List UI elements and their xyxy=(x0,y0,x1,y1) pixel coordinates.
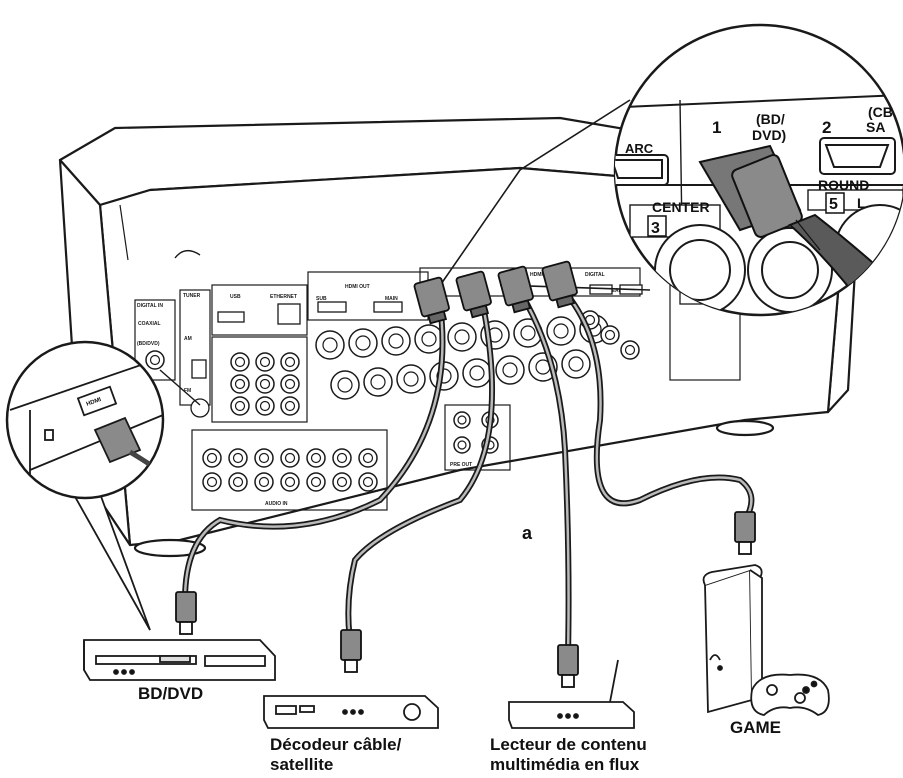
label-hdmi-in: HDMI IN xyxy=(530,272,550,278)
label-digital-in: DIGITAL IN xyxy=(137,303,163,309)
zoom-arc-label: ARC xyxy=(625,141,654,156)
rca-jacks xyxy=(145,310,640,492)
label-digital: DIGITAL xyxy=(585,272,605,278)
label-stb-line1: Décodeur câble/satellite xyxy=(270,735,402,774)
jack-core-11 xyxy=(403,371,419,387)
jack-core-32 xyxy=(362,452,374,464)
cable-marker-a: a xyxy=(522,523,533,543)
jack-core-9 xyxy=(337,377,353,393)
hdmi-plugs-receiver xyxy=(413,260,578,325)
label-main: MAIN xyxy=(385,296,398,302)
label-usb: USB xyxy=(230,294,241,300)
jack-core-43 xyxy=(149,354,161,366)
hdmi-side-callout: HDMI xyxy=(5,340,201,631)
hdmi-cables xyxy=(182,289,755,658)
zoom-port2-label-b: SA xyxy=(866,119,885,135)
label-ethernet: ETHERNET xyxy=(270,294,297,300)
label-bd-dvd: BD/DVD xyxy=(138,684,204,703)
label-sub: SUB xyxy=(316,296,327,302)
jack-core-20 xyxy=(206,452,218,464)
jack-core-26 xyxy=(284,452,296,464)
label-hdmi-out: HDMI OUT xyxy=(345,284,370,290)
jack-core-0 xyxy=(322,337,338,353)
zoom-port2-number: 2 xyxy=(822,118,831,137)
label-am: AM xyxy=(184,336,192,342)
jack-core-18 xyxy=(604,329,616,341)
jack-core-16 xyxy=(568,356,584,372)
jack-core-44 xyxy=(457,415,467,425)
label-audio-in: AUDIO IN xyxy=(265,501,288,507)
zoom-center-num: 3 xyxy=(651,220,660,237)
jack-core-7 xyxy=(553,323,569,339)
jack-core-21 xyxy=(206,476,218,488)
zoom-port1-label-a: (BD/ xyxy=(756,111,785,127)
zoom-l-label: L xyxy=(857,195,866,211)
label-bd-dvd-coax: (BD/DVD) xyxy=(137,341,160,347)
jack-core-25 xyxy=(258,476,270,488)
label-speakers: SPEAKERS xyxy=(605,288,633,294)
media-streamer xyxy=(508,659,635,729)
jack-core-27 xyxy=(284,476,296,488)
jack-core-46 xyxy=(457,440,467,450)
zoom-surround-num: 5 xyxy=(829,196,838,213)
hdmi-plugs-devices xyxy=(175,511,756,688)
jack-core-39 xyxy=(284,378,296,390)
jack-core-2 xyxy=(388,333,404,349)
jack-core-10 xyxy=(370,374,386,390)
jack-core-37 xyxy=(234,378,246,390)
jack-core-23 xyxy=(232,476,244,488)
zoom-port2-label-a: (CB xyxy=(868,104,893,120)
jack-core-41 xyxy=(259,400,271,412)
label-game: GAME xyxy=(730,718,781,737)
jack-core-31 xyxy=(336,476,348,488)
jack-core-6 xyxy=(520,325,536,341)
zoom-center-label: CENTER xyxy=(652,199,710,215)
label-tuner: TUNER xyxy=(183,293,201,299)
jack-core-28 xyxy=(310,452,322,464)
jack-core-22 xyxy=(232,452,244,464)
zoom-port1-label-b: DVD) xyxy=(752,127,786,143)
jack-core-36 xyxy=(284,356,296,368)
label-coaxial: COAXIAL xyxy=(138,321,161,327)
jack-core-35 xyxy=(259,356,271,368)
side-hdmi-label: HDMI xyxy=(86,397,103,408)
jack-core-42 xyxy=(284,400,296,412)
jack-core-30 xyxy=(336,452,348,464)
jack-core-34 xyxy=(234,356,246,368)
jack-core-3 xyxy=(421,331,437,347)
jack-core-4 xyxy=(454,329,470,345)
jack-core-29 xyxy=(310,476,322,488)
zoom-surround-label: ROUND xyxy=(818,177,869,193)
jack-core-38 xyxy=(259,378,271,390)
jack-core-40 xyxy=(234,400,246,412)
cable-satellite-box xyxy=(263,695,439,729)
jack-core-33 xyxy=(362,476,374,488)
label-fm: FM xyxy=(184,388,191,394)
jack-core-24 xyxy=(258,452,270,464)
jack-core-14 xyxy=(502,362,518,378)
label-pre-out: PRE OUT xyxy=(450,462,472,468)
zoom-port1-number: 1 xyxy=(712,118,721,137)
bd-dvd-player xyxy=(83,639,276,681)
jack-core-1 xyxy=(355,335,371,351)
jack-core-19 xyxy=(624,344,636,356)
game-console xyxy=(702,564,830,716)
jack-core-13 xyxy=(469,365,485,381)
panel-label-text: DIGITAL IN COAXIAL (BD/DVD) TUNER AM FM … xyxy=(137,272,633,507)
